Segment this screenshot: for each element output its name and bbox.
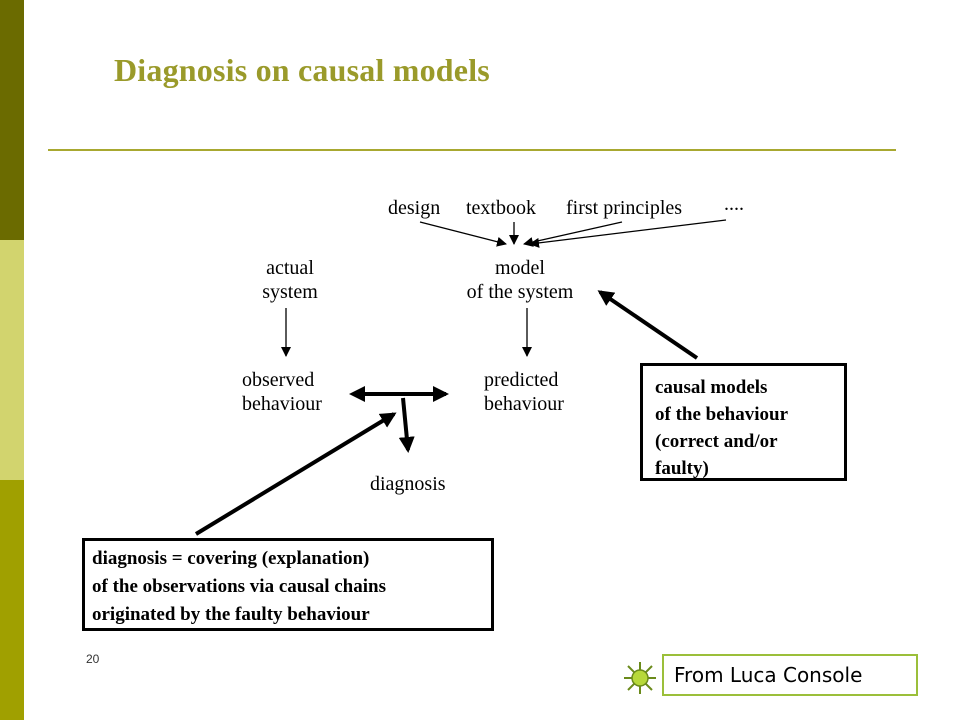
side-band-bottom: [0, 480, 24, 720]
observed-line-2: behaviour: [242, 393, 322, 415]
source-more: ....: [724, 193, 744, 215]
arrow-to-diagnosis: [398, 397, 415, 453]
predicted-line-1: predicted: [484, 369, 559, 391]
sun-icon: [624, 662, 656, 694]
diagnosis-definition-box: diagnosis = covering (explanation) of th…: [82, 538, 494, 631]
causal-box-line-2: of the behaviour: [655, 404, 788, 425]
arrow-more-to-model: [529, 219, 727, 248]
side-band-top: [0, 0, 24, 240]
arrow-definition-box-to-comparison: [194, 412, 397, 536]
model-line-2: of the system: [466, 281, 574, 303]
slide-number: 20: [86, 652, 100, 666]
source-design: design: [388, 197, 441, 219]
predicted-line-2: behaviour: [484, 393, 564, 415]
arrow-first-principles-to-model: [523, 221, 623, 247]
side-band-middle: [0, 240, 24, 480]
slide-title: Diagnosis on causal models: [114, 52, 490, 88]
observed-line-1: observed: [242, 369, 315, 391]
arrow-causal-box-to-model: [597, 290, 699, 360]
model-line-1: model: [495, 257, 545, 279]
title-underline: [48, 149, 896, 151]
causal-box-line-4: faulty): [655, 458, 709, 479]
predicted-behaviour-label: predicted behaviour: [484, 368, 564, 416]
definition-line-2: of the observations via causal chains: [92, 576, 386, 597]
credit-label: From Luca Console: [662, 654, 918, 696]
definition-line-1: diagnosis = covering (explanation): [92, 548, 370, 569]
source-textbook: textbook: [466, 197, 536, 219]
actual-system-line-2: system: [262, 281, 318, 303]
causal-box-line-3: (correct and/or: [655, 431, 778, 452]
model-label: model of the system: [440, 256, 600, 304]
definition-line-3: originated by the faulty behaviour: [92, 604, 370, 625]
causal-models-box: causal models of the behaviour (correct …: [640, 363, 847, 481]
actual-system-label: actual system: [240, 256, 340, 304]
actual-system-line-1: actual: [266, 257, 314, 279]
arrow-design-to-model: [419, 221, 507, 247]
causal-box-line-1: causal models: [655, 377, 768, 398]
observed-behaviour-label: observed behaviour: [242, 368, 322, 416]
source-first-principles: first principles: [566, 197, 683, 219]
diagnosis-label: diagnosis: [370, 473, 446, 495]
